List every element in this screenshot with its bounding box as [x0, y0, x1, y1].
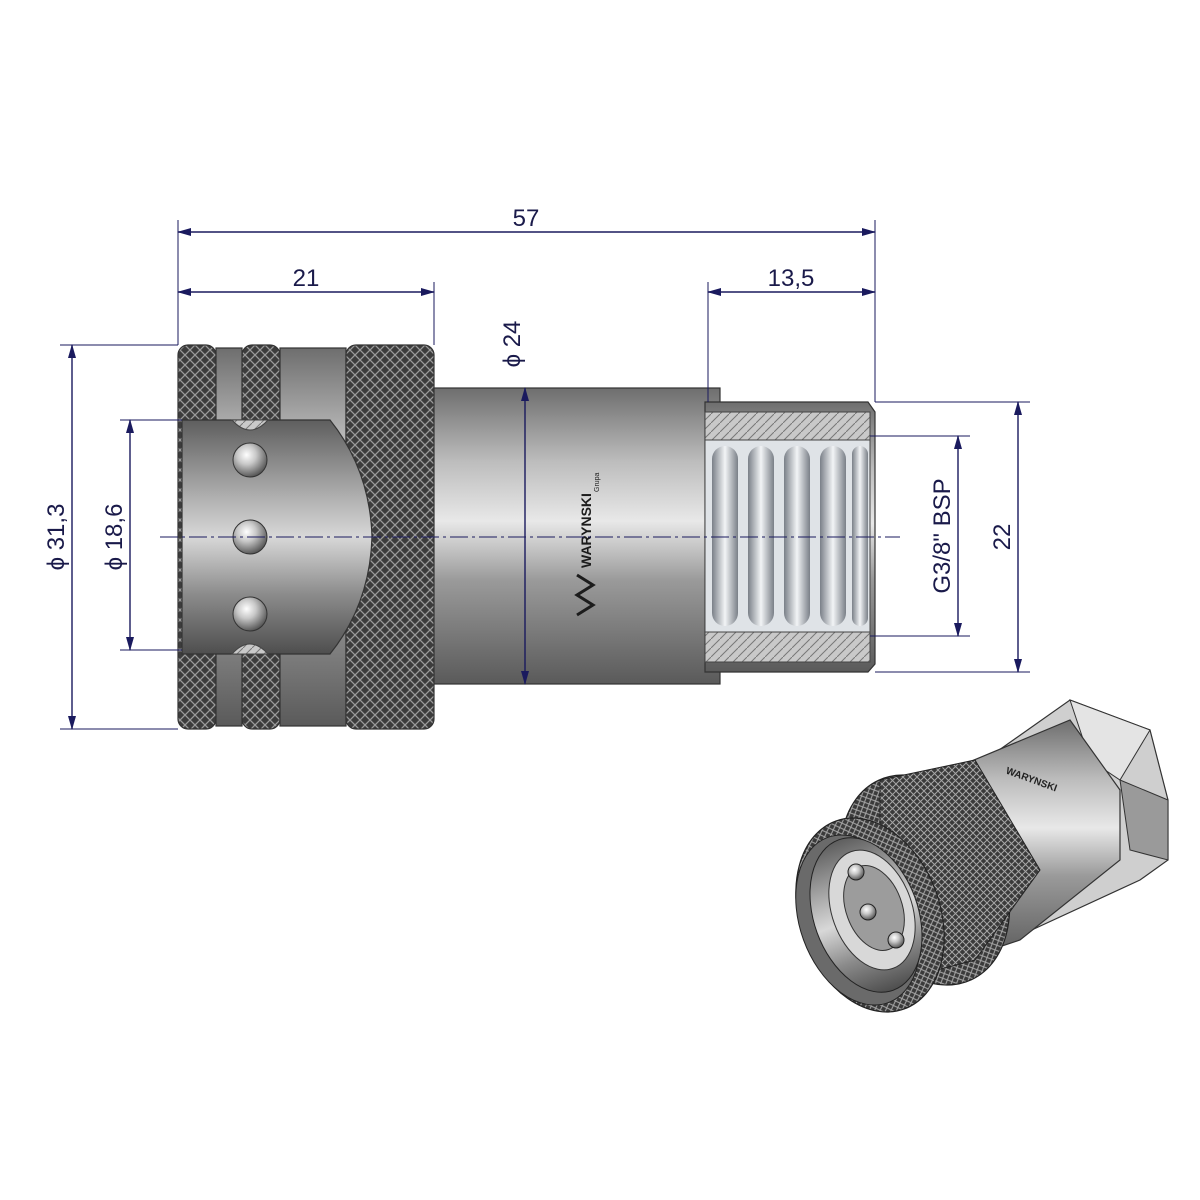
dim-thread-spec: G3/8" BSP	[929, 478, 956, 593]
dimensions: 57 21 13,5 ϕ 24 ϕ 31,3 ϕ 18,6 G3/8" BSP …	[43, 205, 1030, 730]
dim-thread-depth: 13,5	[768, 265, 815, 292]
warynski-logo-icon: WARYNSKI Grupa	[574, 472, 601, 617]
svg-text:Grupa: Grupa	[594, 472, 601, 492]
dim-overall-length: 57	[513, 205, 540, 232]
dim-outer-diameter: ϕ 31,3	[43, 504, 70, 571]
dim-bore-diameter: ϕ 18,6	[101, 504, 128, 571]
thread-grooves	[712, 446, 868, 626]
dim-sleeve-length: 21	[293, 265, 320, 292]
dim-body-diameter: ϕ 24	[499, 321, 526, 368]
svg-text:WARYNSKI: WARYNSKI	[578, 493, 594, 568]
coupler-iso-view: WARYNSKI	[795, 699, 1169, 1013]
dim-hex-width: 22	[989, 524, 1016, 551]
